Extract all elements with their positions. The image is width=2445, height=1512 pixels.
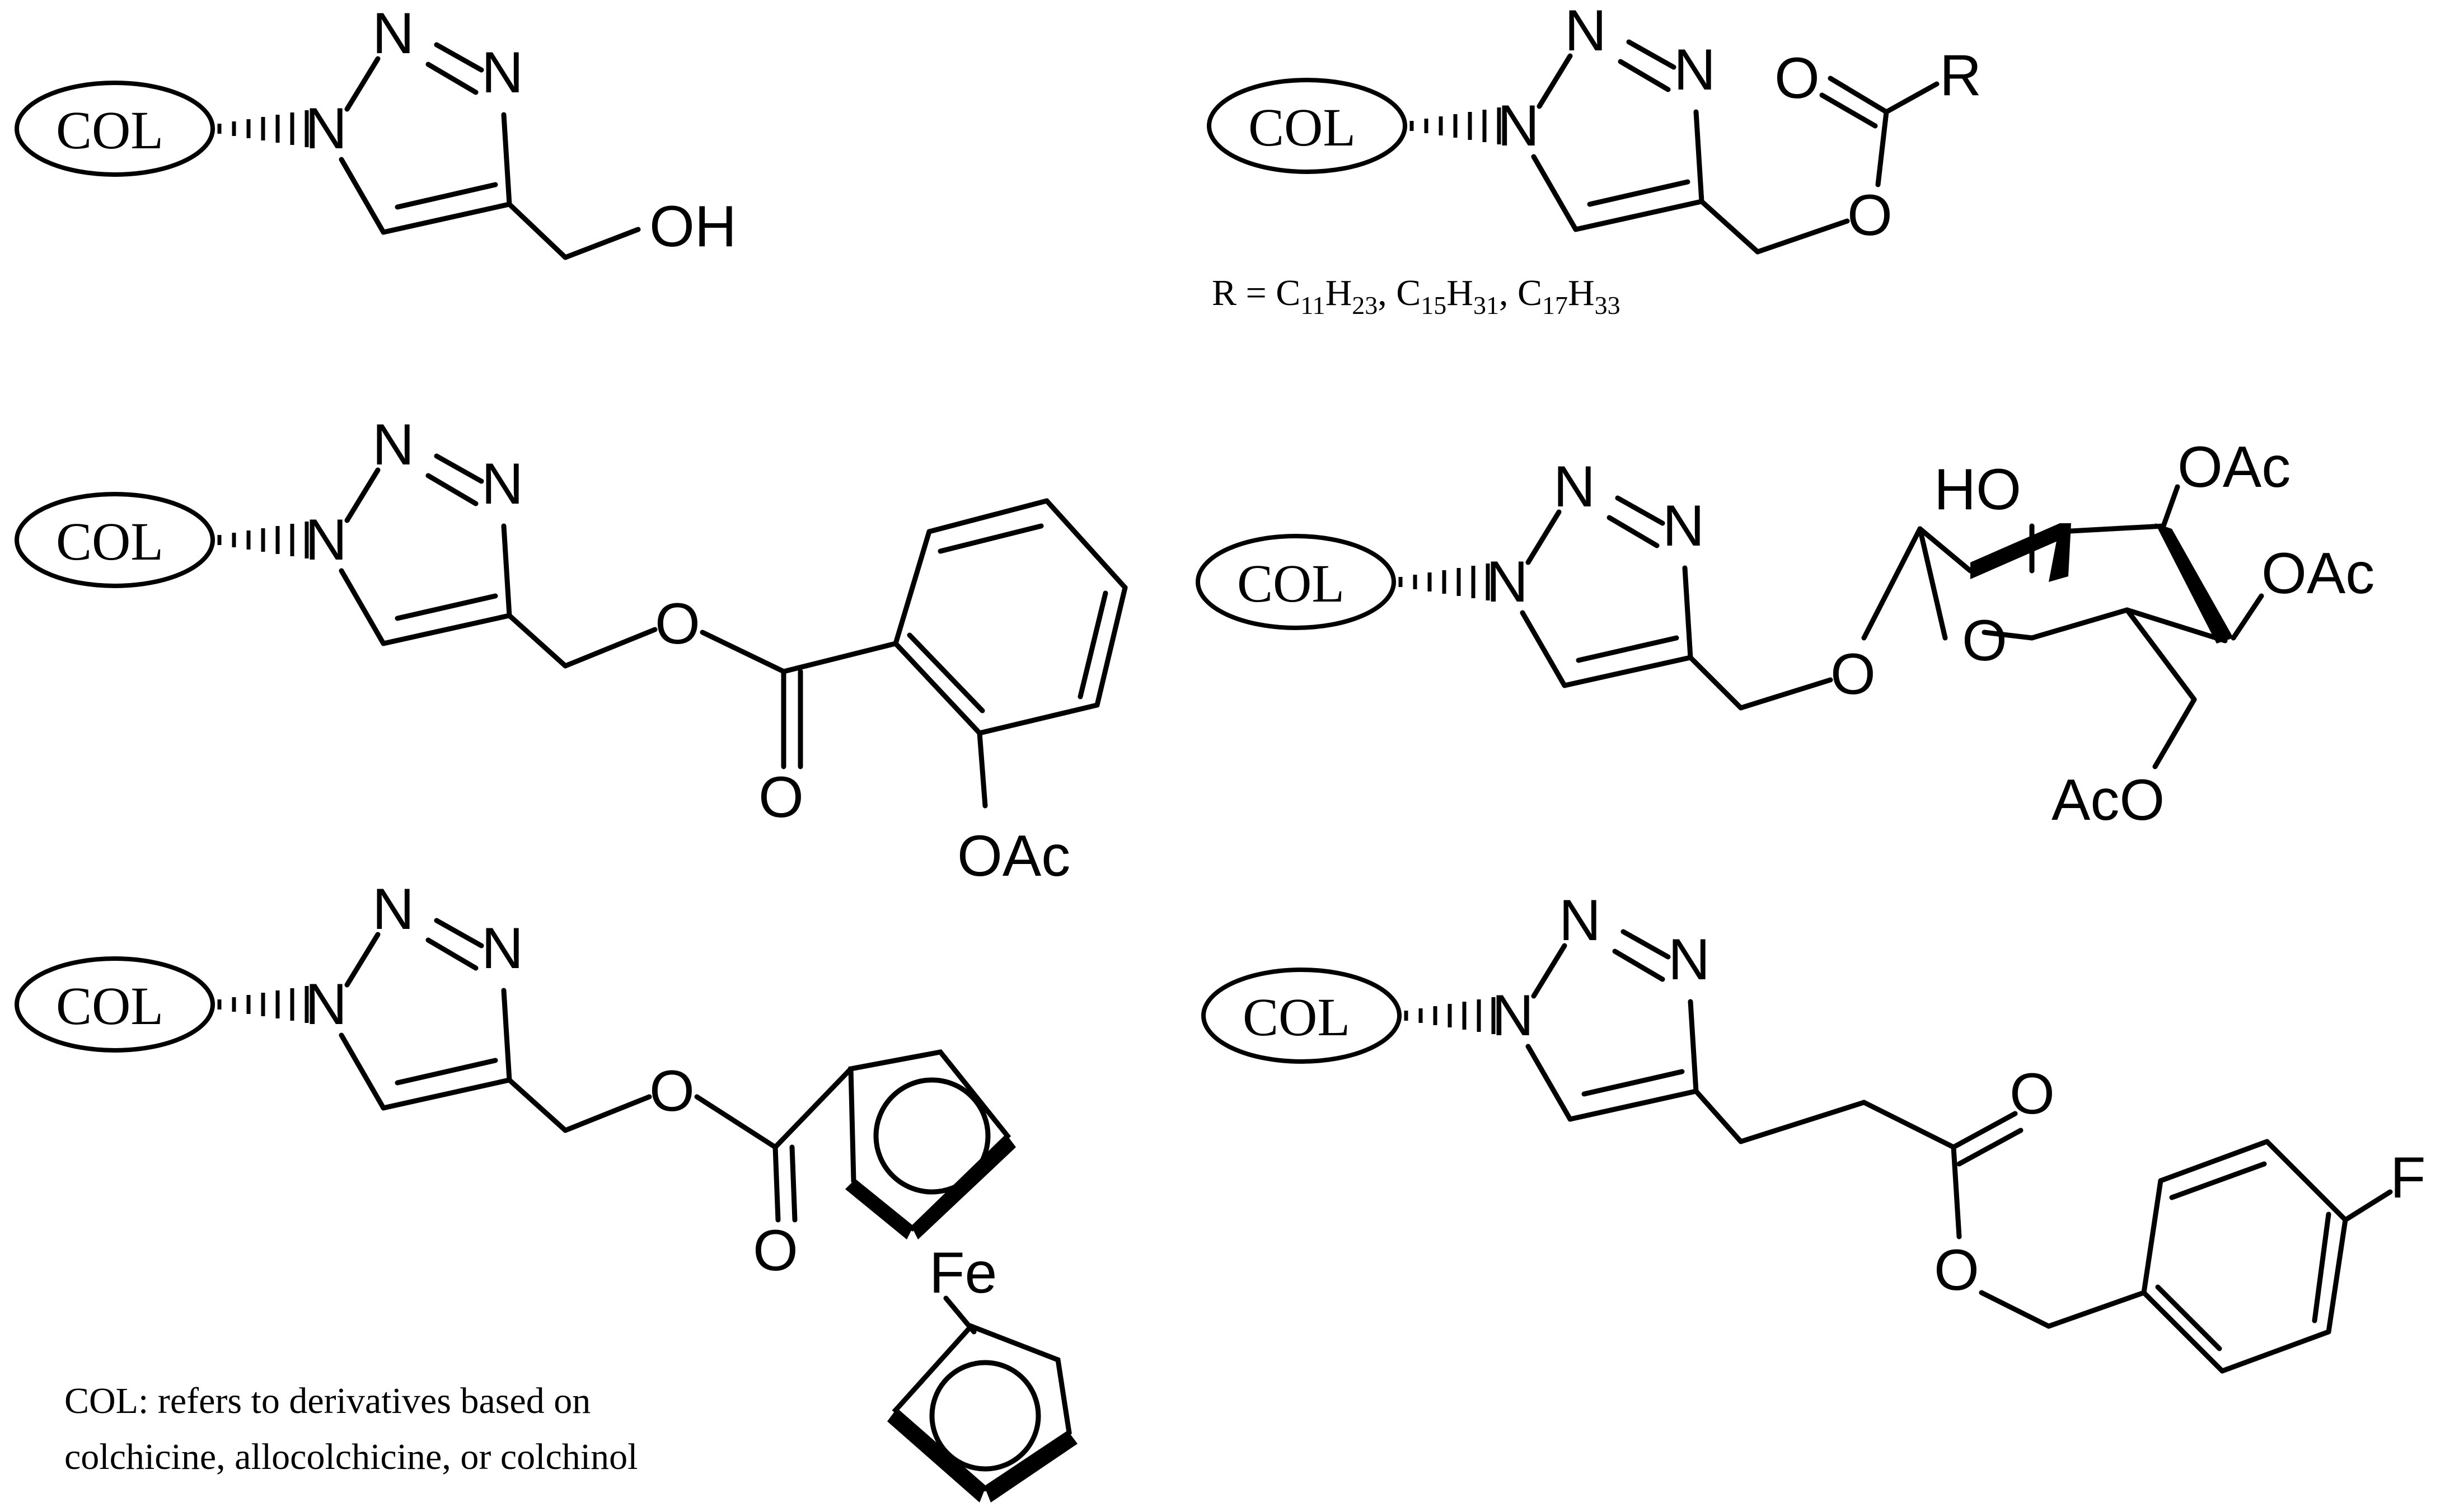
atom-ester-o: O bbox=[655, 591, 700, 656]
atom-n1: N bbox=[1492, 983, 1534, 1048]
atom-n2: N bbox=[1553, 454, 1595, 519]
atom-ho: HO bbox=[1934, 457, 2021, 522]
atom-n2: N bbox=[1559, 888, 1601, 953]
atom-n3: N bbox=[1662, 494, 1704, 558]
atom-n3: N bbox=[481, 916, 523, 981]
structure-fatty-ester: COL N N N O O R R = C11H23, C15H31, C17H… bbox=[1209, 0, 1982, 320]
atom-n1: N bbox=[1486, 550, 1528, 614]
atom-n3: N bbox=[481, 40, 523, 105]
atom-oh: OH bbox=[649, 194, 737, 259]
atom-fe: Fe bbox=[929, 1241, 997, 1306]
atom-ester-o: O bbox=[1847, 183, 1893, 248]
atom-ester-o: O bbox=[1934, 1238, 1979, 1303]
atom-n1: N bbox=[1497, 93, 1539, 158]
col-label: COL bbox=[1237, 553, 1345, 613]
col-label: COL bbox=[1248, 97, 1356, 157]
atom-glyco-o: O bbox=[1830, 642, 1876, 707]
atom-oac: OAc bbox=[957, 824, 1070, 889]
col-label: COL bbox=[56, 976, 163, 1036]
atom-carbonyl-o: O bbox=[1774, 46, 1820, 111]
r-definition: R = C11H23, C15H31, C17H33 bbox=[1212, 273, 1620, 320]
atom-n1: N bbox=[305, 508, 347, 572]
atom-n2: N bbox=[372, 877, 414, 942]
atom-oac-3: OAc bbox=[2177, 435, 2291, 500]
atom-n2: N bbox=[372, 412, 414, 477]
atom-ring-o: O bbox=[1962, 608, 2007, 673]
atom-f: F bbox=[2390, 1145, 2426, 1210]
structure-hydroxymethyl: COL N N N OH bbox=[17, 1, 737, 260]
atom-n1: N bbox=[305, 96, 347, 161]
col-label: COL bbox=[1243, 987, 1350, 1047]
atom-n1: N bbox=[305, 972, 347, 1037]
caption-line-2: colchicine, allocolchicine, or colchinol bbox=[64, 1436, 638, 1477]
atom-n2: N bbox=[372, 1, 414, 66]
col-label: COL bbox=[56, 511, 163, 571]
atom-carbonyl-o: O bbox=[758, 765, 804, 830]
atom-n3: N bbox=[1674, 37, 1716, 102]
caption-line-1: COL: refers to derivatives based on bbox=[64, 1380, 591, 1421]
atom-r: R bbox=[1940, 43, 1982, 108]
atom-n3: N bbox=[1668, 927, 1710, 992]
atom-aco: AcO bbox=[2051, 768, 2165, 833]
structure-ferrocenoate: COL N N N O O Fe bbox=[17, 877, 1078, 1502]
atom-oac-4: OAc bbox=[2261, 541, 2374, 606]
structure-glycoside: COL N N N O O HO OAc OAc AcO bbox=[1198, 435, 2374, 833]
structure-acetylsalicylate: COL N N N O O OAc bbox=[17, 412, 1128, 889]
atom-n2: N bbox=[1565, 0, 1606, 63]
atom-n3: N bbox=[481, 452, 523, 516]
structure-fluorobenzyl: COL N N N O O F bbox=[1203, 888, 2426, 1374]
col-label: COL bbox=[56, 100, 163, 160]
atom-carbonyl-o: O bbox=[2010, 1062, 2055, 1126]
atom-carbonyl-o: O bbox=[753, 1218, 798, 1283]
atom-ester-o: O bbox=[649, 1059, 695, 1124]
